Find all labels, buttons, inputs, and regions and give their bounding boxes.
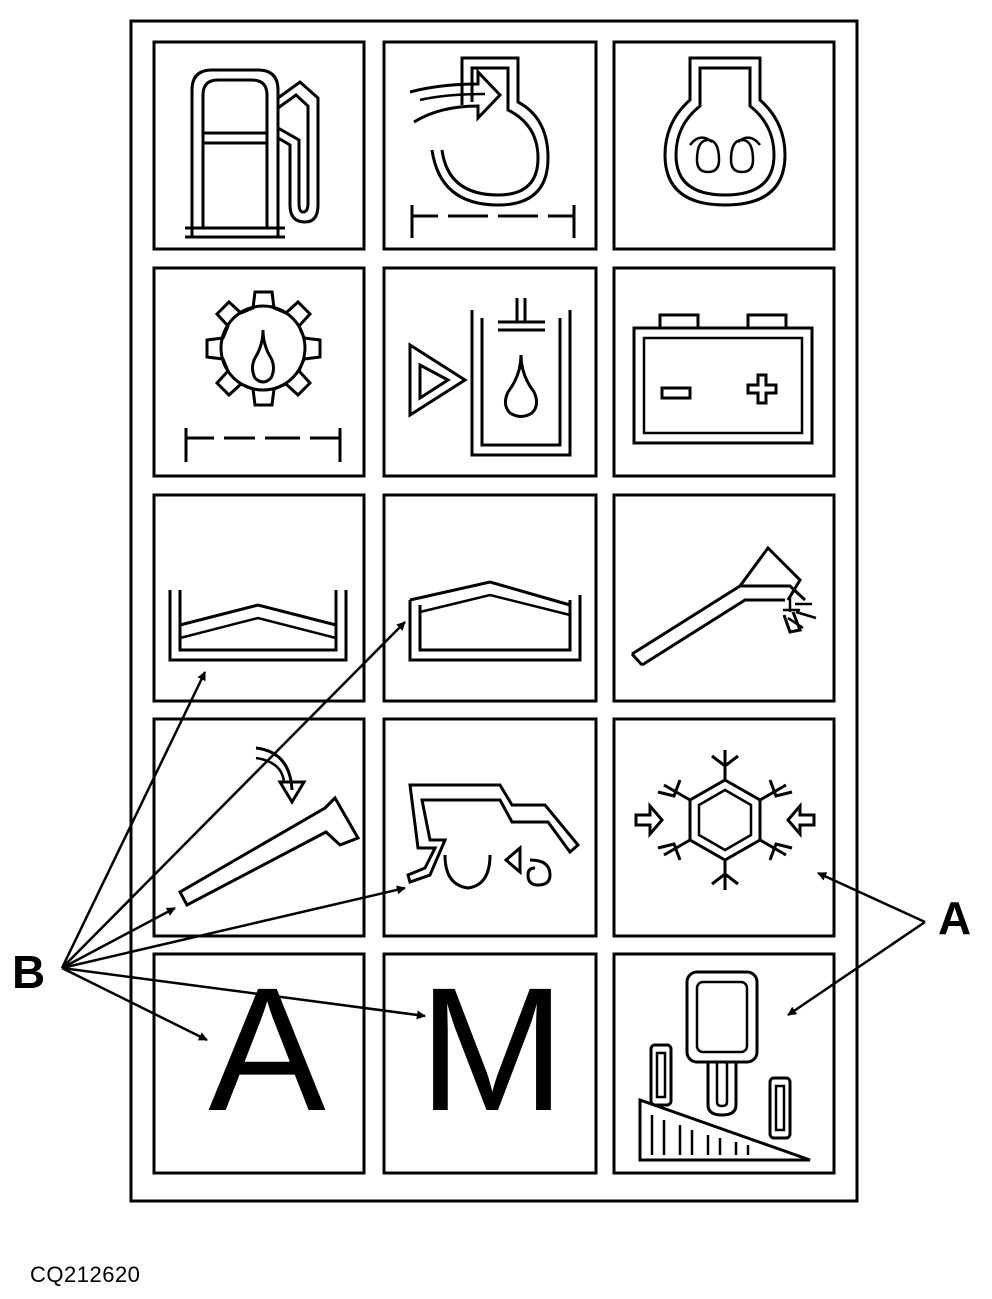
figure-id: CQ212620 (30, 1262, 141, 1287)
header-height-icon (638, 970, 811, 1162)
grain-tank-full-icon (408, 580, 582, 662)
callout-b-leaders (60, 621, 426, 1042)
tile-unloading-auger (612, 493, 836, 703)
tile-combine-reverser (382, 717, 598, 938)
callout-a-leaders (787, 871, 926, 1017)
tile-automatic: A (152, 952, 366, 1175)
tile-header-height (612, 952, 836, 1175)
tile-fuel (152, 40, 366, 251)
hydraulic-oil-icon (408, 298, 572, 457)
tile-air-conditioning (612, 717, 836, 938)
tile-auger-swing (152, 717, 366, 938)
engine-air-intake-icon (409, 56, 576, 238)
manual-mode-label: M (419, 952, 566, 1148)
auger-swing-icon (177, 746, 361, 908)
tile-glow-plug (612, 40, 836, 251)
panel-frame (129, 19, 859, 1203)
leader-b-auger-swing (61, 906, 176, 970)
leader-b-grain-level (60, 671, 207, 969)
tile-manual: M (382, 952, 598, 1175)
callout-a-label: A (938, 892, 971, 944)
leader-b-grain-full (61, 621, 406, 969)
air-conditioning-icon (634, 750, 816, 890)
tile-hydraulic-oil (382, 266, 598, 478)
fuel-pump-icon (185, 68, 320, 239)
grain-tank-level-icon (168, 590, 348, 662)
combine-reverser-icon (406, 783, 581, 890)
leader-a-header-height (787, 920, 926, 1017)
tile-grain-tank-full (382, 493, 598, 703)
tile-transmission-oil (152, 266, 366, 478)
tile-battery (612, 266, 836, 478)
leader-b-manual (61, 966, 426, 1020)
leader-b-automatic (61, 966, 208, 1042)
tile-grain-tank-level (152, 493, 366, 703)
callout-b-label: B (12, 946, 45, 998)
automatic-mode-label: A (208, 952, 326, 1148)
leader-b-reverser (61, 885, 406, 970)
leader-a-air-conditioning (817, 871, 926, 924)
glow-plug-icon (663, 56, 787, 207)
battery-charge-icon (632, 313, 814, 445)
transmission-oil-pressure-icon (184, 290, 342, 462)
unloading-auger-icon (630, 545, 817, 667)
tile-air-intake (382, 40, 598, 251)
